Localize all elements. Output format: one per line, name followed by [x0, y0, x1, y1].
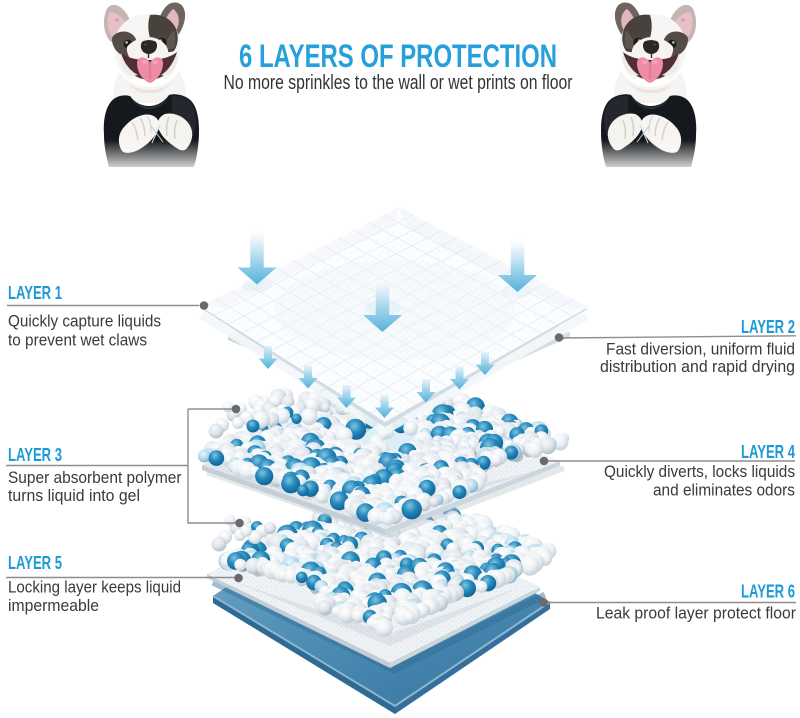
svg-text:LAYER 3: LAYER 3 [8, 445, 62, 465]
svg-text:No more sprinkles to the wall: No more sprinkles to the wall or wet pri… [224, 72, 573, 94]
svg-text:LAYER 6: LAYER 6 [741, 582, 795, 602]
svg-text:Locking layer keeps liquid: Locking layer keeps liquid [8, 579, 181, 597]
svg-text:Super absorbent polymer: Super absorbent polymer [8, 469, 182, 487]
svg-text:Quickly capture liquids: Quickly capture liquids [8, 313, 161, 331]
svg-text:distribution and rapid drying: distribution and rapid drying [600, 358, 795, 376]
svg-text:Leak proof layer protect floor: Leak proof layer protect floor [596, 605, 796, 623]
svg-text:impermeable: impermeable [8, 597, 99, 615]
svg-text:LAYER 5: LAYER 5 [8, 553, 62, 573]
svg-text:LAYER 2: LAYER 2 [741, 317, 795, 337]
svg-text:turns liquid into gel: turns liquid into gel [8, 487, 140, 505]
svg-text:and eliminates odors: and eliminates odors [653, 482, 795, 500]
svg-text:to prevent wet claws: to prevent wet claws [8, 332, 147, 350]
svg-text:LAYER 1: LAYER 1 [8, 283, 62, 303]
svg-text:Fast diversion, uniform fluid: Fast diversion, uniform fluid [606, 341, 795, 359]
svg-text:6 LAYERS OF PROTECTION: 6 LAYERS OF PROTECTION [239, 38, 557, 74]
svg-text:Quickly diverts, locks liquids: Quickly diverts, locks liquids [604, 463, 795, 481]
svg-text:LAYER 4: LAYER 4 [741, 442, 795, 462]
